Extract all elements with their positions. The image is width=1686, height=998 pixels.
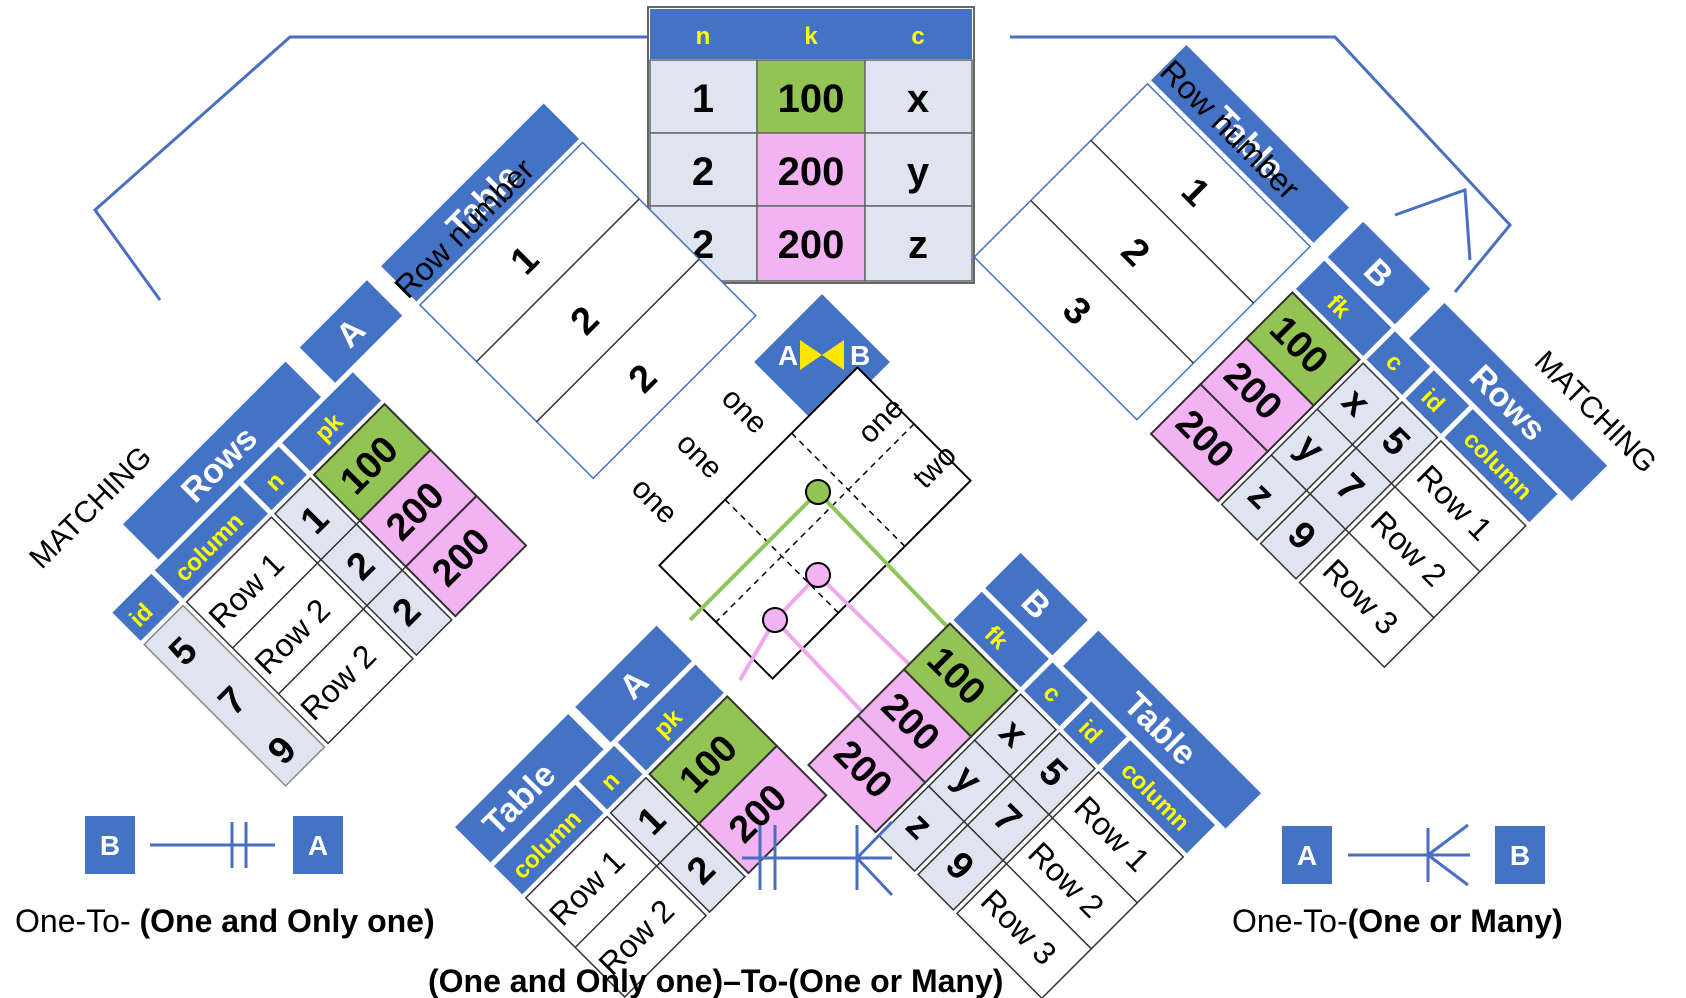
crows-foot-icon — [742, 820, 894, 897]
center-cell: x — [907, 77, 929, 121]
right-matching-connector-2 — [1394, 187, 1472, 261]
center-cell: y — [907, 150, 930, 194]
center-header-n-label: n — [696, 23, 711, 50]
center-table: n k c 1 100 x 2 200 y 2 200 z — [647, 6, 975, 284]
bottom-table-b: B Table fk c id column 100 200 200 x y z… — [807, 552, 1262, 998]
mapping-left-label: one — [625, 472, 684, 531]
bottom-caption: (One and Only one)–To-(One or Many) — [428, 963, 1003, 998]
legend-right: A B One-To-(One or Many) — [1232, 823, 1563, 939]
mapping-dot-pink — [805, 562, 831, 588]
join-right-label: B — [850, 340, 870, 371]
legend-left: B A One-To- (One and Only one) — [15, 816, 435, 939]
right-result-table: Table Row number B Rows MATCHING 1 2 3 f… — [973, 44, 1663, 669]
right-matching-connector — [1010, 35, 1512, 293]
center-header-k-label: k — [804, 23, 818, 50]
center-header-c-label: c — [911, 23, 924, 50]
center-cell: 2 — [692, 223, 714, 267]
legend-right-caption: One-To-(One or Many) — [1232, 903, 1563, 939]
center-header-n — [650, 9, 757, 59]
legend-left-caption: One-To- (One and Only one) — [15, 903, 435, 939]
bottom-table-a: Table A column n pk Row 1 Row 2 1 2 100 … — [455, 625, 828, 998]
left-matching-connector — [92, 35, 648, 301]
mapping-dot-green — [805, 479, 831, 505]
center-header-c — [865, 9, 972, 59]
legend-left-box1: B — [100, 830, 120, 861]
center-cell: 100 — [778, 77, 845, 121]
center-cell: 2 — [692, 150, 714, 194]
legend-right-box1: A — [1297, 840, 1317, 871]
left-matching-label: MATCHING — [23, 440, 158, 575]
connector-lines — [92, 35, 1512, 301]
center-cell: 200 — [778, 223, 845, 267]
join-bowtie-icon — [800, 340, 844, 370]
center-cell: z — [908, 223, 928, 267]
legend-left-box2: A — [308, 830, 328, 861]
mapping-left-label: one — [670, 427, 729, 486]
center-header-k — [757, 9, 865, 59]
center-cell: 1 — [692, 77, 714, 121]
join-left-label: A — [778, 340, 798, 371]
mapping-left-label: one — [715, 382, 774, 441]
mapping-lines — [688, 490, 962, 722]
center-cell: 200 — [778, 150, 845, 194]
mapping-dot-pink — [762, 607, 788, 633]
mapping-grid — [658, 366, 972, 680]
legend-right-box2: B — [1510, 840, 1530, 871]
